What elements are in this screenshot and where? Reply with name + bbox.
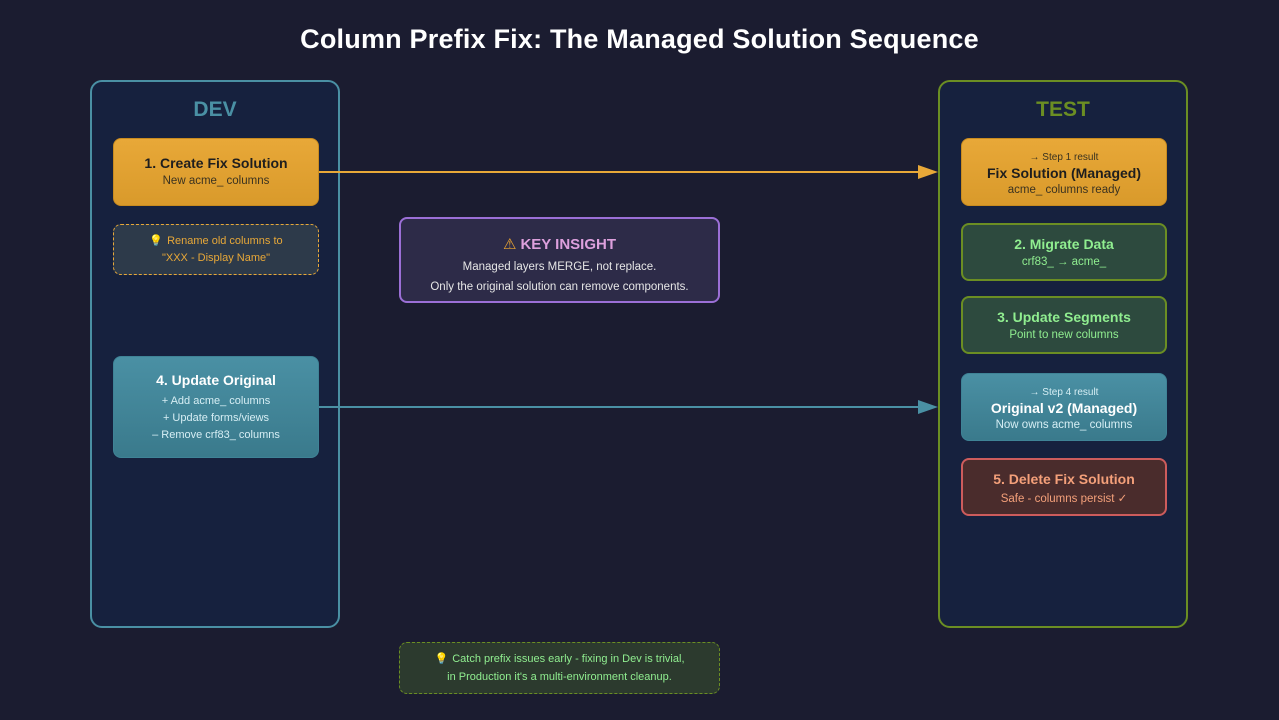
step1-result-fix-solution-managed: → Step 1 result Fix Solution (Managed) a… (961, 138, 1167, 206)
step5-title: 5. Delete Fix Solution (993, 471, 1135, 487)
arrow-step4-to-test (319, 400, 938, 414)
lightbulb-icon: 💡 (149, 235, 164, 247)
tip-box: 💡Catch prefix issues early - fixing in D… (399, 642, 720, 694)
step1-title: 1. Create Fix Solution (144, 155, 288, 171)
step4-line: + Update forms/views (162, 412, 270, 424)
key-insight-box: ⚠KEY INSIGHT Managed layers MERGE, not r… (399, 217, 720, 303)
rename-note: 💡Rename old columns to "XXX - Display Na… (113, 224, 319, 275)
step4-result-subtitle: Now owns acme_ columns (995, 419, 1133, 431)
step1-subtitle: New acme_ columns (162, 175, 270, 187)
step2-subtitle: crf83_ → acme_ (1021, 256, 1107, 268)
step4-update-original: 4. Update Original + Add acme_ columns +… (113, 356, 319, 458)
test-label: TEST (1036, 98, 1090, 121)
step3-title: 3. Update Segments (997, 309, 1131, 325)
arrow-head-icon (918, 165, 938, 179)
step4-result-title: Original v2 (Managed) (990, 400, 1138, 416)
page-title: Column Prefix Fix: The Managed Solution … (300, 24, 979, 54)
step4-line: + Add acme_ columns (161, 395, 271, 407)
dev-label: DEV (193, 98, 237, 121)
step5-subtitle: Safe - columns persist ✓ (1000, 493, 1128, 505)
arrow-head-icon (918, 400, 938, 414)
step2-title: 2. Migrate Data (1014, 236, 1114, 252)
rename-note-line2: "XXX - Display Name" (161, 252, 271, 264)
arrow-step1-to-test (319, 165, 938, 179)
tip-line1: Catch prefix issues early - fixing in De… (452, 653, 685, 665)
step3-subtitle: Point to new columns (1009, 329, 1119, 341)
step3-update-segments: 3. Update Segments Point to new columns (961, 296, 1167, 354)
step5-delete-fix-solution: 5. Delete Fix Solution Safe - columns pe… (961, 458, 1167, 516)
step1-result-prefix: → Step 1 result (1029, 152, 1099, 163)
step4-title: 4. Update Original (156, 372, 276, 388)
key-insight-title: KEY INSIGHT (520, 236, 617, 253)
key-insight-line1: Managed layers MERGE, not replace. (462, 261, 657, 273)
step1-create-fix-solution: 1. Create Fix Solution New acme_ columns (113, 138, 319, 206)
step2-migrate-data: 2. Migrate Data crf83_ → acme_ (961, 223, 1167, 281)
warning-icon: ⚠ (502, 236, 517, 253)
step4-line: – Remove crf83_ columns (152, 429, 280, 441)
step1-result-subtitle: acme_ columns ready (1007, 184, 1121, 196)
step4-result-original-v2: → Step 4 result Original v2 (Managed) No… (961, 373, 1167, 441)
key-insight-line2: Only the original solution can remove co… (430, 281, 689, 293)
lightbulb-icon: 💡 (434, 653, 449, 665)
rename-note-line1: Rename old columns to (167, 235, 283, 247)
step4-result-prefix: → Step 4 result (1029, 387, 1099, 398)
tip-line2: in Production it's a multi-environment c… (447, 671, 672, 683)
step1-result-title: Fix Solution (Managed) (987, 165, 1141, 181)
